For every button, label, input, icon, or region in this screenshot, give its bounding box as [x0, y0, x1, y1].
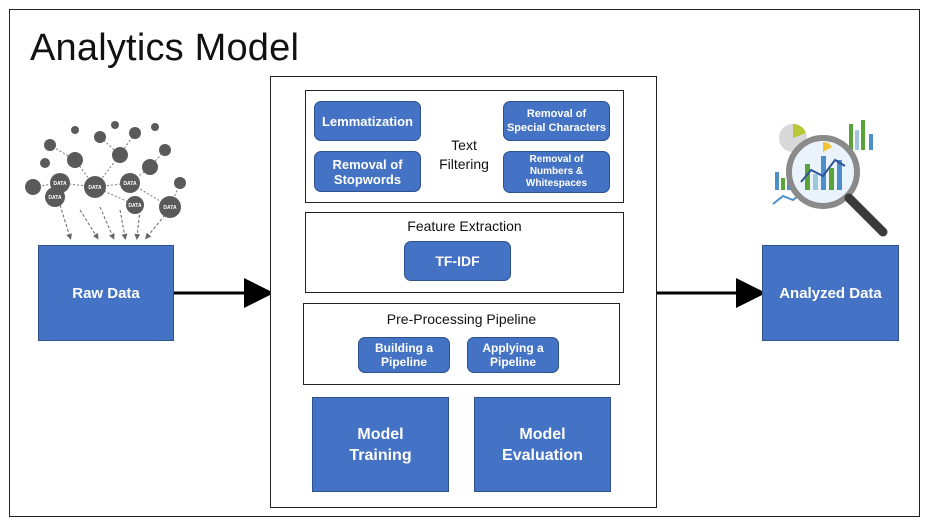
raw-data-label: Raw Data: [72, 284, 140, 302]
removal-special-chars-label-1: Removal of: [526, 108, 587, 120]
analytics-magnifier-illustration: [772, 120, 888, 237]
removal-stopwords-box: Removal of Stopwords: [314, 151, 421, 192]
svg-text:DATA: DATA: [128, 203, 142, 209]
svg-text:DATA: DATA: [123, 181, 137, 187]
lemmatization-label: Lemmatization: [321, 113, 413, 129]
model-evaluation-box: Model Evaluation: [474, 397, 611, 492]
removal-special-chars-box: Removal of Special Characters: [503, 101, 610, 141]
applying-pipeline-label-1: Applying a: [482, 341, 544, 355]
building-pipeline-box: Building a Pipeline: [358, 337, 450, 373]
model-evaluation-label-2: Evaluation: [502, 446, 583, 464]
feature-extraction-label: Feature Extraction: [407, 218, 522, 234]
preprocessing-label: Pre-Processing Pipeline: [386, 311, 537, 327]
removal-numbers-label-3: Whitespaces: [525, 178, 588, 189]
removal-special-chars-label-2: Special Characters: [506, 122, 607, 134]
removal-numbers-label-2: Numbers &: [529, 166, 584, 177]
model-training-label-2: Training: [349, 446, 412, 464]
tfidf-box: TF-IDF: [404, 241, 511, 281]
text-filtering-label: Text Filtering: [432, 136, 496, 174]
removal-numbers-box: Removal of Numbers & Whitespaces: [503, 151, 610, 193]
magnifier-handle: [844, 193, 888, 237]
slide-title: Analytics Model: [30, 27, 300, 69]
model-training-box: Model Training: [312, 397, 449, 492]
cluster-nodes: [25, 121, 186, 218]
cluster-arrows: [59, 204, 166, 240]
analyzed-data-label: Analyzed Data: [779, 284, 882, 302]
lens-charts: [800, 141, 846, 190]
data-cluster-illustration: DATA DATA DATA DATA DATA DATA: [25, 121, 186, 240]
applying-pipeline-label-2: Pipeline: [489, 355, 536, 369]
svg-text:DATA: DATA: [48, 195, 62, 201]
applying-pipeline-box: Applying a Pipeline: [467, 337, 559, 373]
tfidf-label: TF-IDF: [435, 253, 480, 269]
removal-stopwords-label-1: Removal of: [332, 156, 403, 172]
removal-stopwords-label-2: Stopwords: [333, 171, 402, 187]
raw-data-box: Raw Data: [38, 245, 174, 341]
building-pipeline-label-1: Building a: [375, 341, 433, 355]
analyzed-data-box: Analyzed Data: [762, 245, 899, 341]
removal-numbers-label-1: Removal of: [529, 154, 584, 165]
text-filtering-label-1: Text: [451, 137, 477, 153]
model-evaluation-label-1: Model: [519, 425, 566, 443]
svg-text:DATA: DATA: [53, 181, 67, 187]
model-training-label-1: Model: [357, 425, 404, 443]
preprocessing-section: [303, 303, 620, 385]
svg-text:DATA: DATA: [163, 205, 177, 211]
building-pipeline-label-2: Pipeline: [380, 355, 427, 369]
text-filtering-label-2: Filtering: [439, 156, 489, 172]
cluster-node-labels: DATA DATA DATA DATA DATA DATA: [48, 181, 177, 211]
lemmatization-box: Lemmatization: [314, 101, 421, 141]
svg-text:DATA: DATA: [88, 185, 102, 191]
